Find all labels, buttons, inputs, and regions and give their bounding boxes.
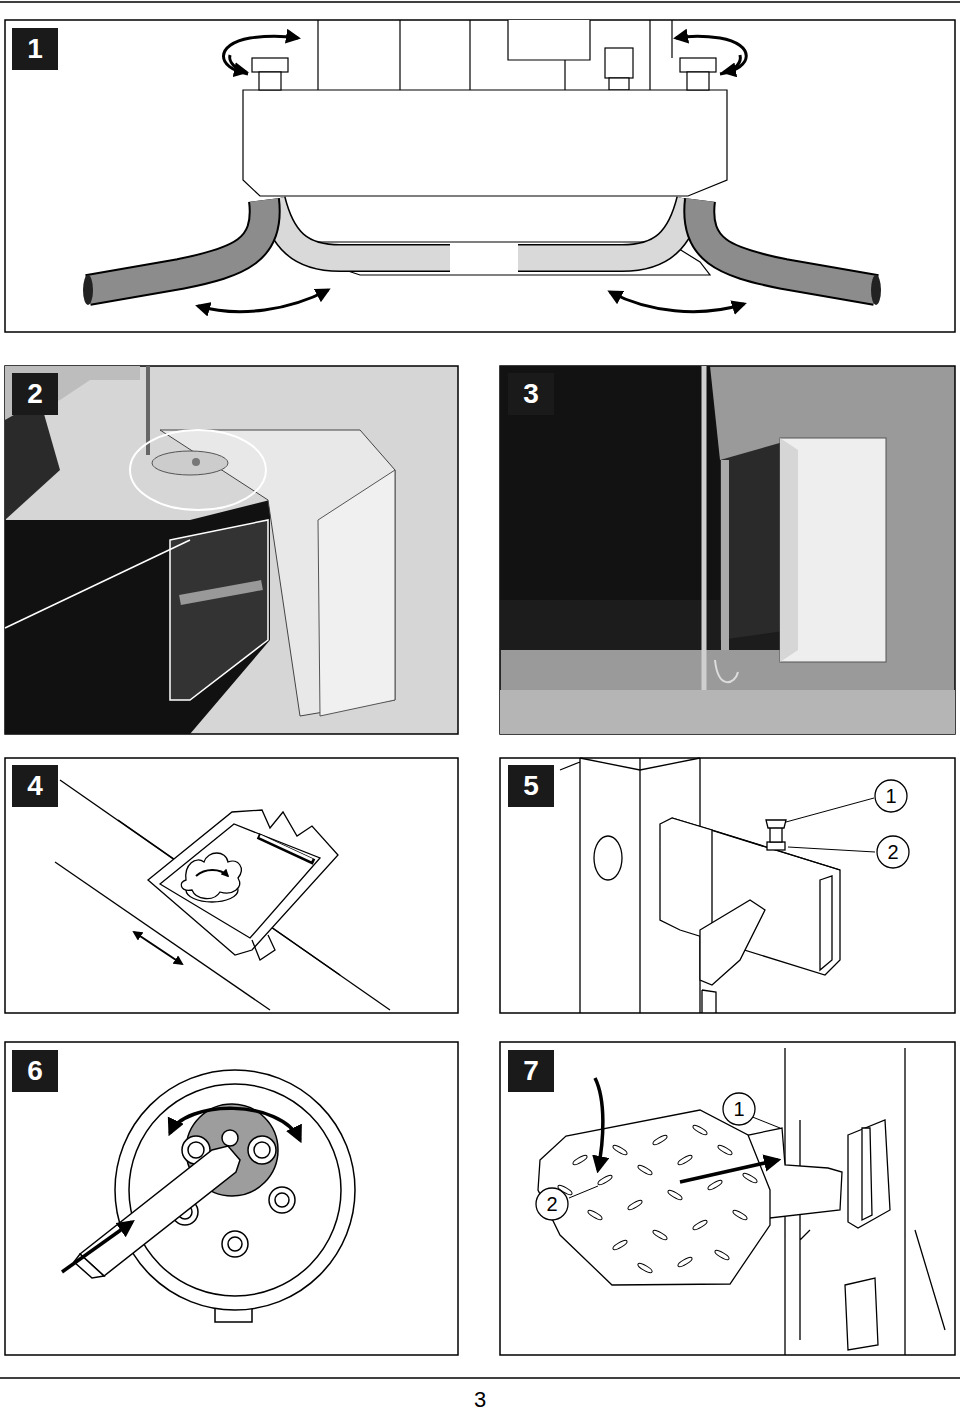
callout-number: 2	[535, 1187, 569, 1221]
panel-adjuster	[5, 758, 458, 1013]
step-number: 7	[508, 1050, 554, 1092]
step-number: 2	[12, 373, 58, 415]
number-text: 3	[523, 380, 539, 408]
panel-bracket-bolt	[500, 758, 955, 1013]
panel-handlebar	[5, 20, 955, 332]
panel-photo-pivot	[500, 366, 955, 734]
callout-number: 1	[874, 779, 908, 813]
panel-photo-bracket	[5, 366, 458, 734]
page-number: 3	[474, 1387, 486, 1412]
panel-socket	[5, 1042, 458, 1355]
number-text: 1	[27, 35, 43, 63]
panel-step	[500, 1042, 955, 1355]
number-text: 2	[887, 842, 898, 862]
number-text: 2	[546, 1194, 557, 1214]
step-number: 6	[12, 1050, 58, 1092]
top-rule	[0, 1, 960, 3]
number-text: 7	[523, 1057, 539, 1085]
step-number: 4	[12, 765, 58, 807]
step-number: 3	[508, 373, 554, 415]
callout-number: 2	[876, 835, 910, 869]
number-text: 1	[885, 786, 896, 806]
callout-number: 1	[722, 1092, 756, 1126]
step-number: 1	[12, 28, 58, 70]
number-text: 1	[733, 1099, 744, 1119]
step-number: 5	[508, 765, 554, 807]
number-text: 5	[523, 772, 539, 800]
number-text: 6	[27, 1057, 43, 1085]
bottom-rule	[0, 1377, 960, 1379]
number-text: 4	[27, 772, 43, 800]
number-text: 2	[27, 380, 43, 408]
